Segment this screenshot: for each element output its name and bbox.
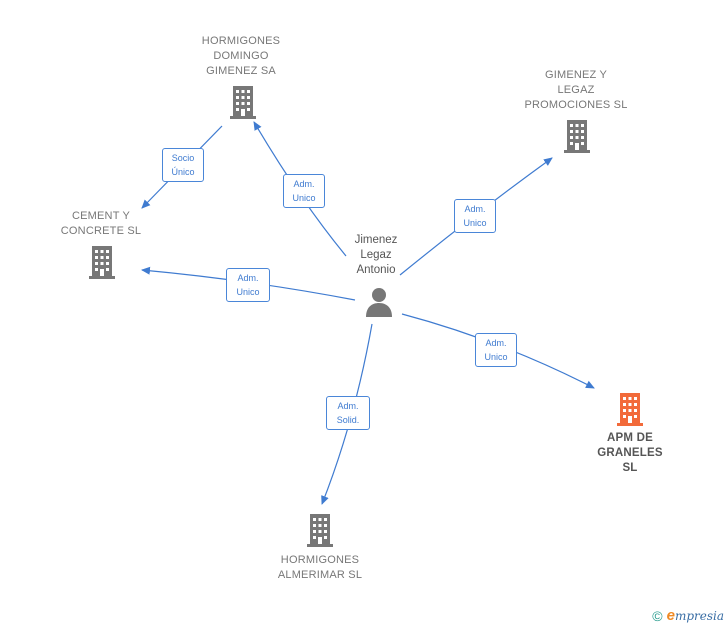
brand-logo[interactable]: empresia <box>666 607 724 624</box>
company-label-hormigones-domingo-gimenez[interactable]: HORMIGONES DOMINGO GIMENEZ SA <box>201 35 281 77</box>
person-icon[interactable] <box>364 286 394 323</box>
person-label[interactable]: Jimenez Legaz Antonio <box>354 234 398 276</box>
company-label-gimenez-legaz-promociones[interactable]: GIMENEZ Y LEGAZ PROMOCIONES SL <box>524 69 628 111</box>
building-icon[interactable] <box>561 118 593 159</box>
relation-label: Adm. Unico <box>283 174 325 208</box>
relation-label: Adm. Unico <box>454 199 496 233</box>
building-icon[interactable] <box>86 244 118 285</box>
company-label-cement-concrete[interactable]: CEMENT Y CONCRETE SL <box>60 210 142 237</box>
copyright-icon: © <box>652 607 663 624</box>
company-label-hormigones-almerimar[interactable]: HORMIGONES ALMERIMAR SL <box>277 554 363 581</box>
relation-label: Socio Único <box>162 148 204 182</box>
building-icon[interactable] <box>614 391 646 432</box>
company-label-apm-graneles[interactable]: APM DE GRANELES SL <box>597 432 663 474</box>
building-icon[interactable] <box>304 512 336 553</box>
relation-label: Adm. Solid. <box>326 396 370 430</box>
relation-label: Adm. Unico <box>226 268 270 302</box>
relation-label: Adm. Unico <box>475 333 517 367</box>
building-icon[interactable] <box>227 84 259 125</box>
brand-footer: © empresia <box>652 607 724 624</box>
